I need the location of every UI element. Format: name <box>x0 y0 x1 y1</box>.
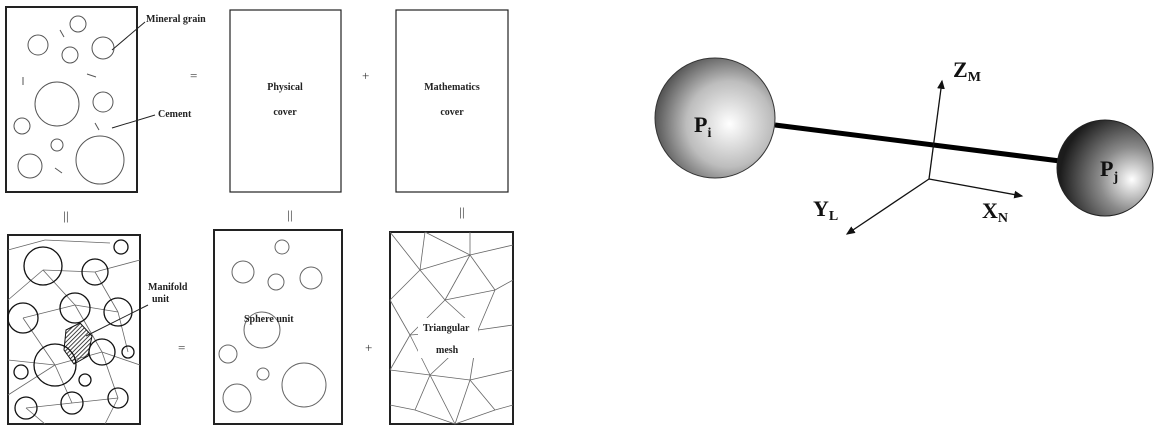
sphere-unit-box <box>213 229 343 425</box>
mineral-grain-label: Mineral grain <box>146 14 206 25</box>
plus-sign-top: + <box>362 68 369 83</box>
mathematics-cover-box <box>395 9 509 193</box>
particle-bond-diagram: Pi Pj ZM YL XN <box>654 57 1154 235</box>
equals-sign-bottom: = <box>178 340 185 355</box>
physical-cover-label-line1: Physical <box>267 82 303 93</box>
mathematics-cover-label-line2: cover <box>440 107 464 118</box>
particle-i-label: Pi <box>694 112 711 141</box>
z-axis-label: ZM <box>953 57 981 85</box>
y-axis-label: YL <box>813 196 838 224</box>
vertical-equals-3: || <box>459 204 464 219</box>
particle-j-label: Pj <box>1100 156 1118 185</box>
vertical-equals-2: || <box>287 207 292 222</box>
mineral-grains-top <box>13 15 125 185</box>
manifold-grains <box>7 239 135 420</box>
cement-pointer <box>111 114 156 129</box>
z-axis <box>928 79 945 180</box>
manifold-unit-hatched <box>63 322 93 365</box>
manifold-unit-label-line1: Manifold <box>148 282 188 293</box>
physical-cover-box <box>229 9 342 193</box>
numerical-manifold-diagram: Mineral grain Cement = Physical cover + … <box>5 6 514 425</box>
particle-i-sphere <box>654 57 776 179</box>
triangular-mesh-label-line1: Triangular <box>423 323 470 334</box>
rock-sample-box <box>5 6 138 193</box>
particle-j-sphere <box>1056 119 1154 217</box>
manifold-box <box>7 234 141 425</box>
triangular-mesh-box <box>389 231 514 425</box>
triangular-mesh-label-bg <box>418 318 478 358</box>
cement-label: Cement <box>158 109 192 120</box>
coordinate-axes <box>845 79 1024 235</box>
triangular-mesh-label-line2: mesh <box>436 345 459 356</box>
mathematics-cover-label-line1: Mathematics <box>424 82 480 93</box>
vertical-equals-1: || <box>63 208 68 223</box>
sphere-unit-label: Sphere unit <box>244 314 294 325</box>
plus-sign-bottom: + <box>365 340 372 355</box>
manifold-unit-label-line2: unit <box>152 294 170 305</box>
manifold-unit-pointer <box>85 304 149 337</box>
y-axis <box>845 178 930 235</box>
bond-rod <box>774 122 1069 165</box>
x-axis <box>928 178 1024 199</box>
x-axis-label: XN <box>982 198 1008 226</box>
sphere-units <box>218 239 327 413</box>
equals-sign-top: = <box>190 68 197 83</box>
mineral-grain-pointer <box>111 21 146 51</box>
physical-cover-label-line2: cover <box>273 107 297 118</box>
